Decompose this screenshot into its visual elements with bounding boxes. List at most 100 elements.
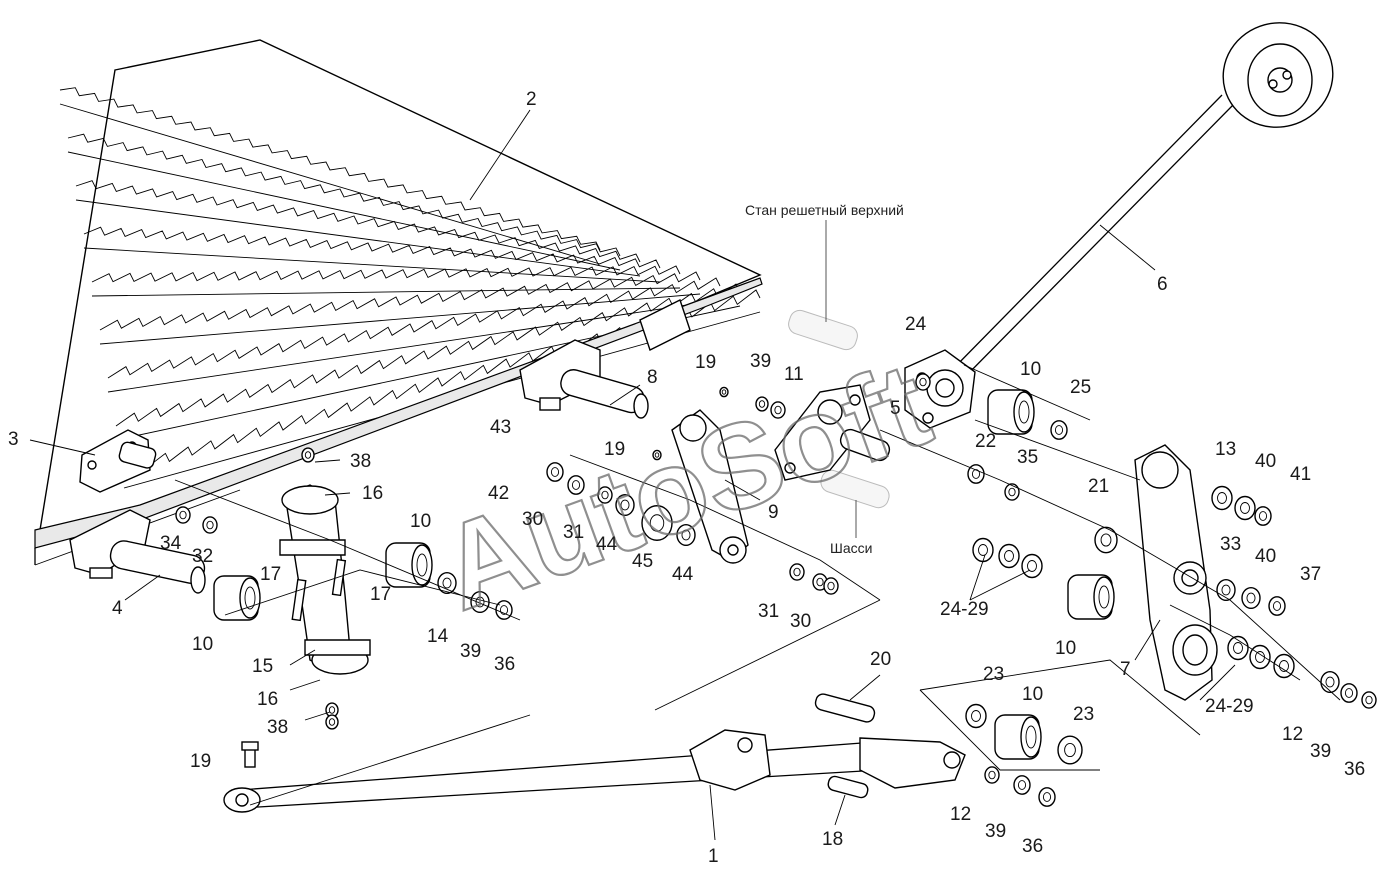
callout-39: 39: [985, 821, 1006, 842]
callout-19: 19: [604, 439, 625, 460]
callout-11: 11: [784, 364, 804, 385]
washer-hole: [550, 467, 560, 477]
washer-hole: [1258, 511, 1268, 521]
washer: [1094, 526, 1118, 554]
sieve-row: [59, 87, 601, 251]
washer-hole: [601, 490, 609, 500]
callout-18: 18: [822, 829, 843, 850]
callout-4: 4: [112, 598, 123, 619]
callout-16: 16: [257, 689, 278, 710]
washer: [967, 464, 985, 484]
sieve-row-edge: [91, 287, 681, 297]
callout-35: 35: [1017, 447, 1038, 468]
washer-hole: [620, 499, 630, 511]
callout-15: 15: [252, 656, 273, 677]
washer: [1320, 670, 1340, 694]
washer: [823, 577, 839, 595]
callout-labels: 1 2 3 4 5 6 7 8 9 10 10 10 10 10 11 12 1…: [8, 89, 1365, 867]
callout-31: 31: [758, 601, 779, 622]
caption-chassis: Шасси: [830, 540, 872, 556]
rod-6: [949, 22, 1334, 381]
washer: [1211, 485, 1233, 511]
callout-14: 14: [427, 626, 449, 647]
washer: [546, 462, 564, 482]
sieve-row-edge: [67, 151, 621, 271]
washer: [789, 563, 805, 581]
washer-hole: [654, 452, 660, 458]
chassis-ghost-shaft: [820, 469, 890, 538]
sieve-row-edge: [59, 103, 601, 265]
callout-36: 36: [1022, 836, 1043, 857]
callout-41: 41: [1290, 464, 1311, 485]
washer-hole: [1325, 676, 1335, 688]
washer: [972, 537, 994, 563]
callout-3: 3: [8, 429, 19, 450]
caption-upper-sieve: Стан решетный верхний: [745, 202, 904, 218]
callout-31: 31: [563, 522, 584, 543]
washer-hole: [978, 544, 988, 556]
pin-8-assembly: [519, 299, 691, 419]
washer: [567, 475, 585, 495]
washer: [1268, 596, 1286, 616]
sieve-row-edge: [75, 199, 641, 277]
sieve-row-edge: [99, 293, 701, 345]
callout-37: 37: [1300, 564, 1321, 585]
bushing-bore: [416, 553, 428, 577]
washer: [965, 703, 987, 729]
washer: [597, 486, 613, 504]
washer: [641, 505, 673, 541]
washer-hole: [827, 581, 835, 591]
callout-24-29: 24-29: [1205, 696, 1254, 717]
washer: [998, 543, 1020, 569]
callout-9: 9: [768, 502, 779, 523]
washer-hole: [971, 710, 981, 722]
sieve-row: [91, 265, 681, 283]
callout-10: 10: [410, 511, 431, 532]
callout-19: 19: [190, 751, 211, 772]
callout-44: 44: [672, 564, 694, 585]
washer: [202, 516, 218, 534]
washer: [301, 447, 315, 463]
washer: [1361, 691, 1377, 709]
washer-hole: [1233, 642, 1243, 654]
callout-12: 12: [950, 804, 971, 825]
washer: [1241, 586, 1261, 610]
washer: [437, 571, 457, 595]
sieve-row: [107, 277, 721, 379]
washer: [1021, 553, 1043, 579]
washer-hole: [793, 567, 801, 577]
callout-39: 39: [750, 351, 771, 372]
washer-hole: [649, 514, 665, 532]
washer-hole: [1008, 487, 1016, 497]
callout-36: 36: [1344, 759, 1365, 780]
washer-hole: [988, 770, 996, 780]
washer-hole: [328, 706, 336, 714]
washer-hole: [1017, 780, 1027, 790]
callout-24-29: 24-29: [940, 599, 989, 620]
callout-39: 39: [460, 641, 481, 662]
washer-hole: [681, 529, 691, 541]
callout-10: 10: [1055, 638, 1076, 659]
assembly-lines: [174, 364, 1341, 806]
callout-5: 5: [890, 398, 901, 419]
callout-34: 34: [160, 533, 182, 554]
lever-9: [671, 409, 749, 564]
callout-44: 44: [596, 534, 618, 555]
washer-hole: [1246, 592, 1256, 604]
washer-hole: [571, 480, 581, 490]
bushing-end: [1013, 391, 1035, 433]
sieve-row: [115, 283, 741, 427]
callout-30: 30: [522, 509, 543, 530]
connecting-rod-7: [1134, 444, 1218, 701]
callout-17: 17: [260, 564, 281, 585]
sieve-row-edge: [107, 299, 721, 393]
washer: [755, 396, 769, 412]
bushing-end: [1093, 576, 1115, 618]
washer-hole: [1240, 502, 1250, 514]
washer: [984, 766, 1000, 784]
washer: [719, 386, 729, 398]
callout-10: 10: [192, 634, 213, 655]
callout-42: 42: [488, 483, 509, 504]
